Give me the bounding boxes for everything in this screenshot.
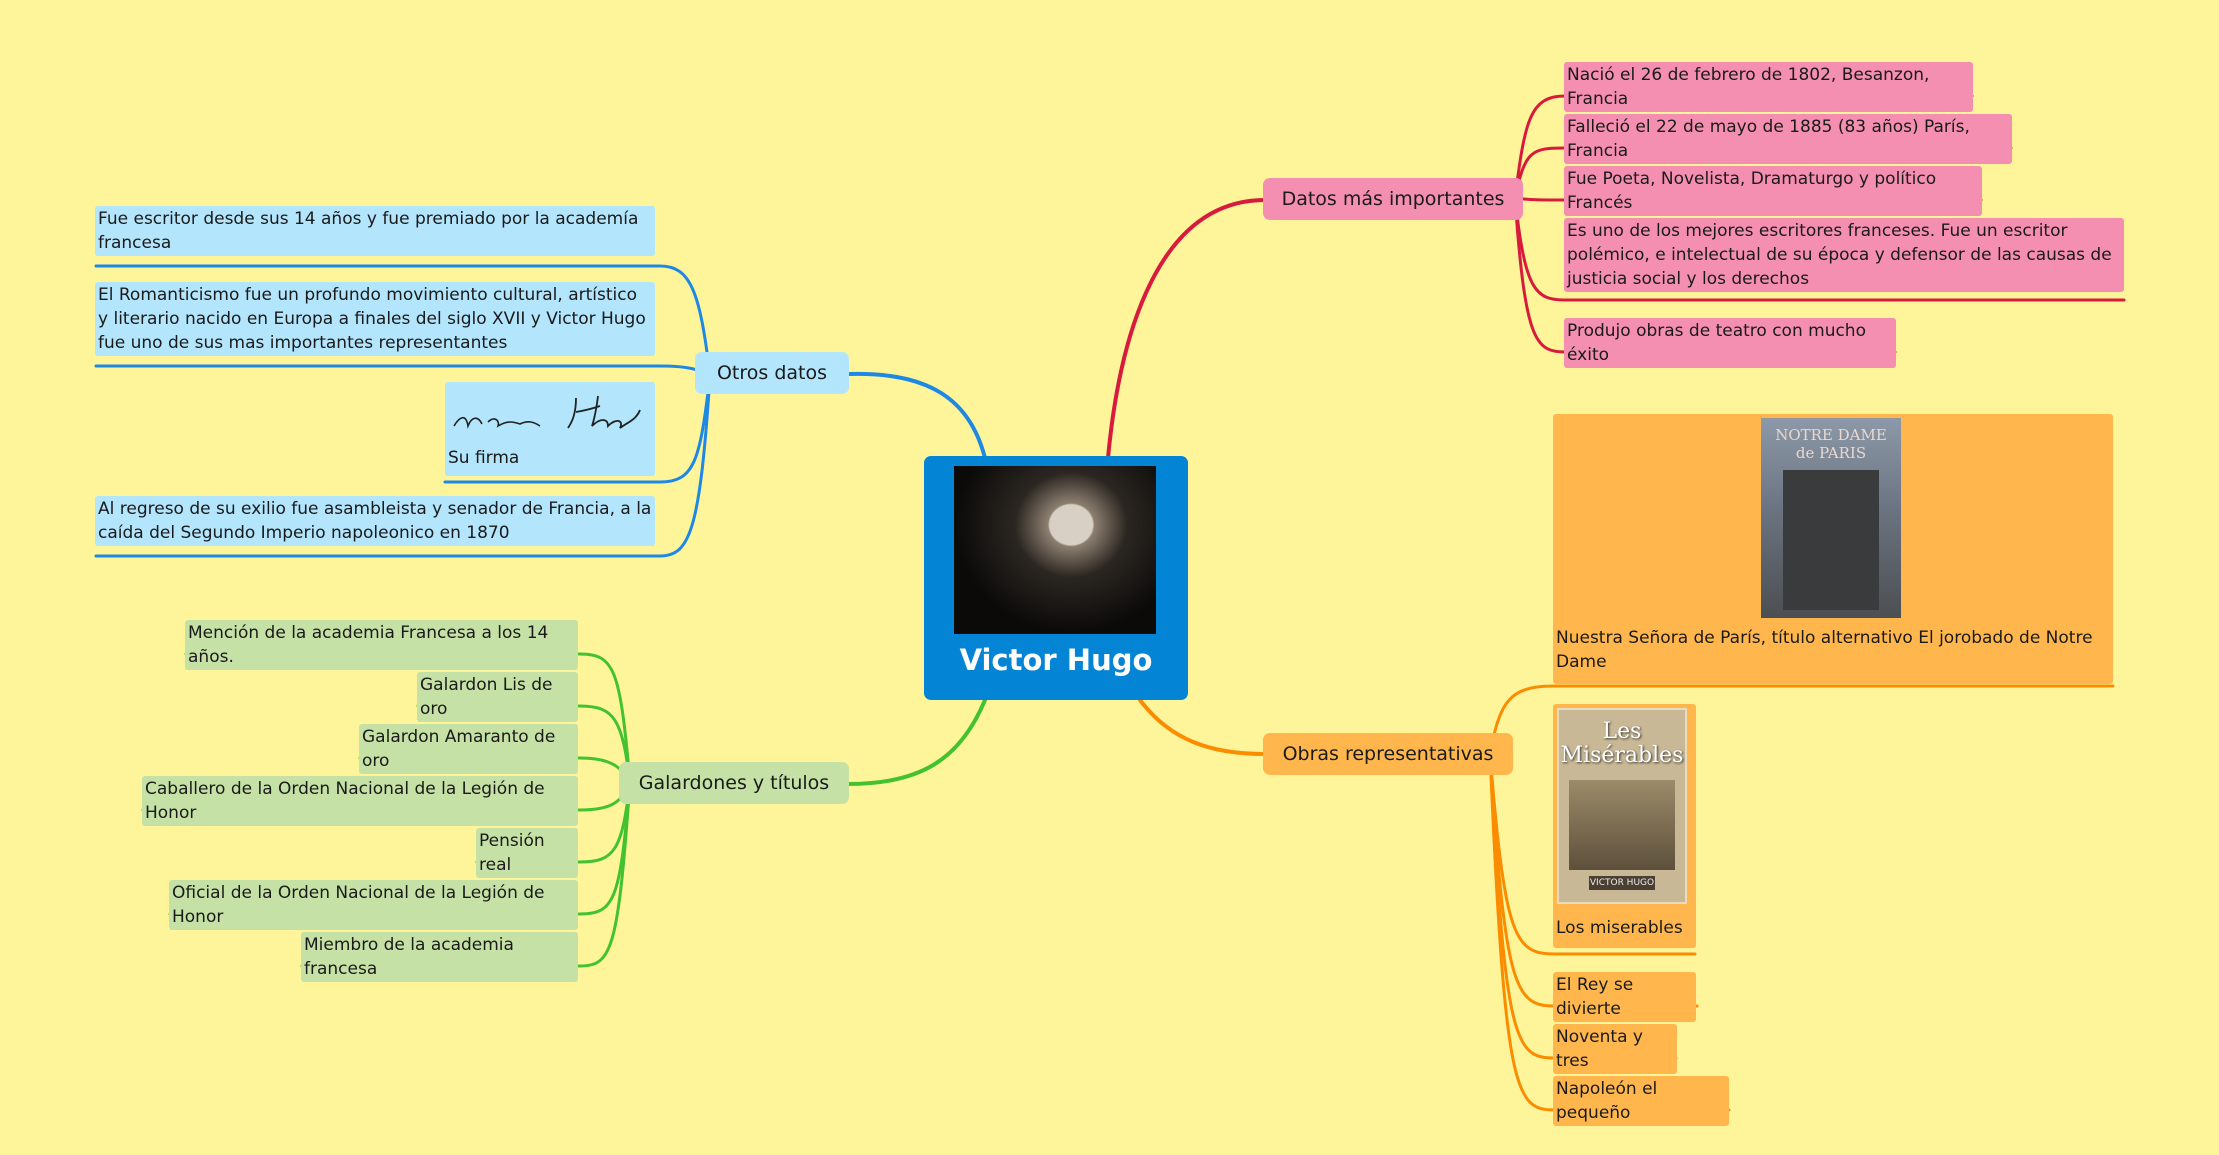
portrait-photo bbox=[954, 466, 1156, 634]
datos-item-fallecimiento[interactable]: Falleció el 22 de mayo de 1885 (83 años)… bbox=[1564, 114, 2012, 164]
book-cover-notre-dame: NOTRE DAME de PARIS bbox=[1761, 418, 1901, 618]
galardones-item-lis-oro[interactable]: Galardon Lis de oro bbox=[417, 672, 578, 722]
galardones-item-oficial[interactable]: Oficial de la Orden Nacional de la Legió… bbox=[169, 880, 578, 930]
branch-otros-datos[interactable]: Otros datos bbox=[695, 352, 849, 394]
book-cover-title: NOTRE DAME de PARIS bbox=[1775, 426, 1887, 462]
links-obras bbox=[1488, 684, 2115, 1112]
obras-item-miserables[interactable]: Les Misérables VICTOR HUGO Los miserable… bbox=[1553, 704, 1696, 948]
central-topic[interactable]: Victor Hugo bbox=[924, 456, 1188, 700]
central-title: Victor Hugo bbox=[959, 643, 1153, 677]
book-cover-author: VICTOR HUGO bbox=[1589, 876, 1655, 890]
link-center-galardones bbox=[846, 698, 987, 786]
book-cover-miserables: Les Misérables VICTOR HUGO bbox=[1557, 708, 1687, 904]
obras-item-noventa-tres[interactable]: Noventa y tres bbox=[1553, 1024, 1677, 1074]
galardones-item-caballero[interactable]: Caballero de la Orden Nacional de la Leg… bbox=[142, 776, 578, 826]
book-cover-miserables-title: Les Misérables bbox=[1560, 719, 1684, 768]
links-otros bbox=[94, 264, 712, 558]
branch-datos-importantes[interactable]: Datos más importantes bbox=[1263, 178, 1523, 220]
otros-item-romanticismo[interactable]: El Romanticismo fue un profundo movimien… bbox=[95, 282, 655, 356]
signature-image bbox=[453, 395, 641, 429]
branch-galardones-titulos[interactable]: Galardones y títulos bbox=[619, 762, 849, 804]
galardones-item-miembro[interactable]: Miembro de la academia francesa bbox=[301, 932, 578, 982]
otros-item-firma-label: Su firma bbox=[448, 448, 520, 468]
obras-item-notre-dame-label: Nuestra Señora de París, título alternat… bbox=[1556, 628, 2093, 672]
obras-item-napoleon[interactable]: Napoleón el pequeño bbox=[1553, 1076, 1729, 1126]
link-center-datos bbox=[1106, 198, 1267, 460]
book-cover-illustration bbox=[1569, 780, 1675, 870]
obras-item-rey-divierte[interactable]: El Rey se divierte bbox=[1553, 972, 1696, 1022]
otros-item-firma[interactable]: Su firma bbox=[445, 382, 655, 476]
datos-item-escritor[interactable]: Es uno de los mejores escritores frances… bbox=[1564, 218, 2124, 292]
datos-item-teatro[interactable]: Produjo obras de teatro con mucho éxito bbox=[1564, 318, 1896, 368]
otros-item-exilio[interactable]: Al regreso de su exilio fue asambleista … bbox=[95, 496, 655, 546]
galardones-item-mencion[interactable]: Mención de la academia Francesa a los 14… bbox=[185, 620, 578, 670]
datos-item-profesion[interactable]: Fue Poeta, Novelista, Dramaturgo y polít… bbox=[1564, 166, 1982, 216]
galardones-item-pension[interactable]: Pensión real bbox=[476, 828, 578, 878]
obras-item-miserables-label: Los miserables bbox=[1556, 918, 1683, 938]
link-center-obras bbox=[1138, 698, 1267, 756]
otros-item-escritor[interactable]: Fue escritor desde sus 14 años y fue pre… bbox=[95, 206, 655, 256]
link-center-otros bbox=[848, 371, 987, 460]
cathedral-facade bbox=[1783, 470, 1879, 610]
obras-item-notre-dame[interactable]: NOTRE DAME de PARIS Nuestra Señora de Pa… bbox=[1553, 414, 2113, 684]
galardones-item-amaranto[interactable]: Galardon Amaranto de oro bbox=[359, 724, 578, 774]
branch-obras-representativas[interactable]: Obras representativas bbox=[1263, 733, 1513, 775]
datos-item-nacimiento[interactable]: Nació el 26 de febrero de 1802, Besanzon… bbox=[1564, 62, 1973, 112]
